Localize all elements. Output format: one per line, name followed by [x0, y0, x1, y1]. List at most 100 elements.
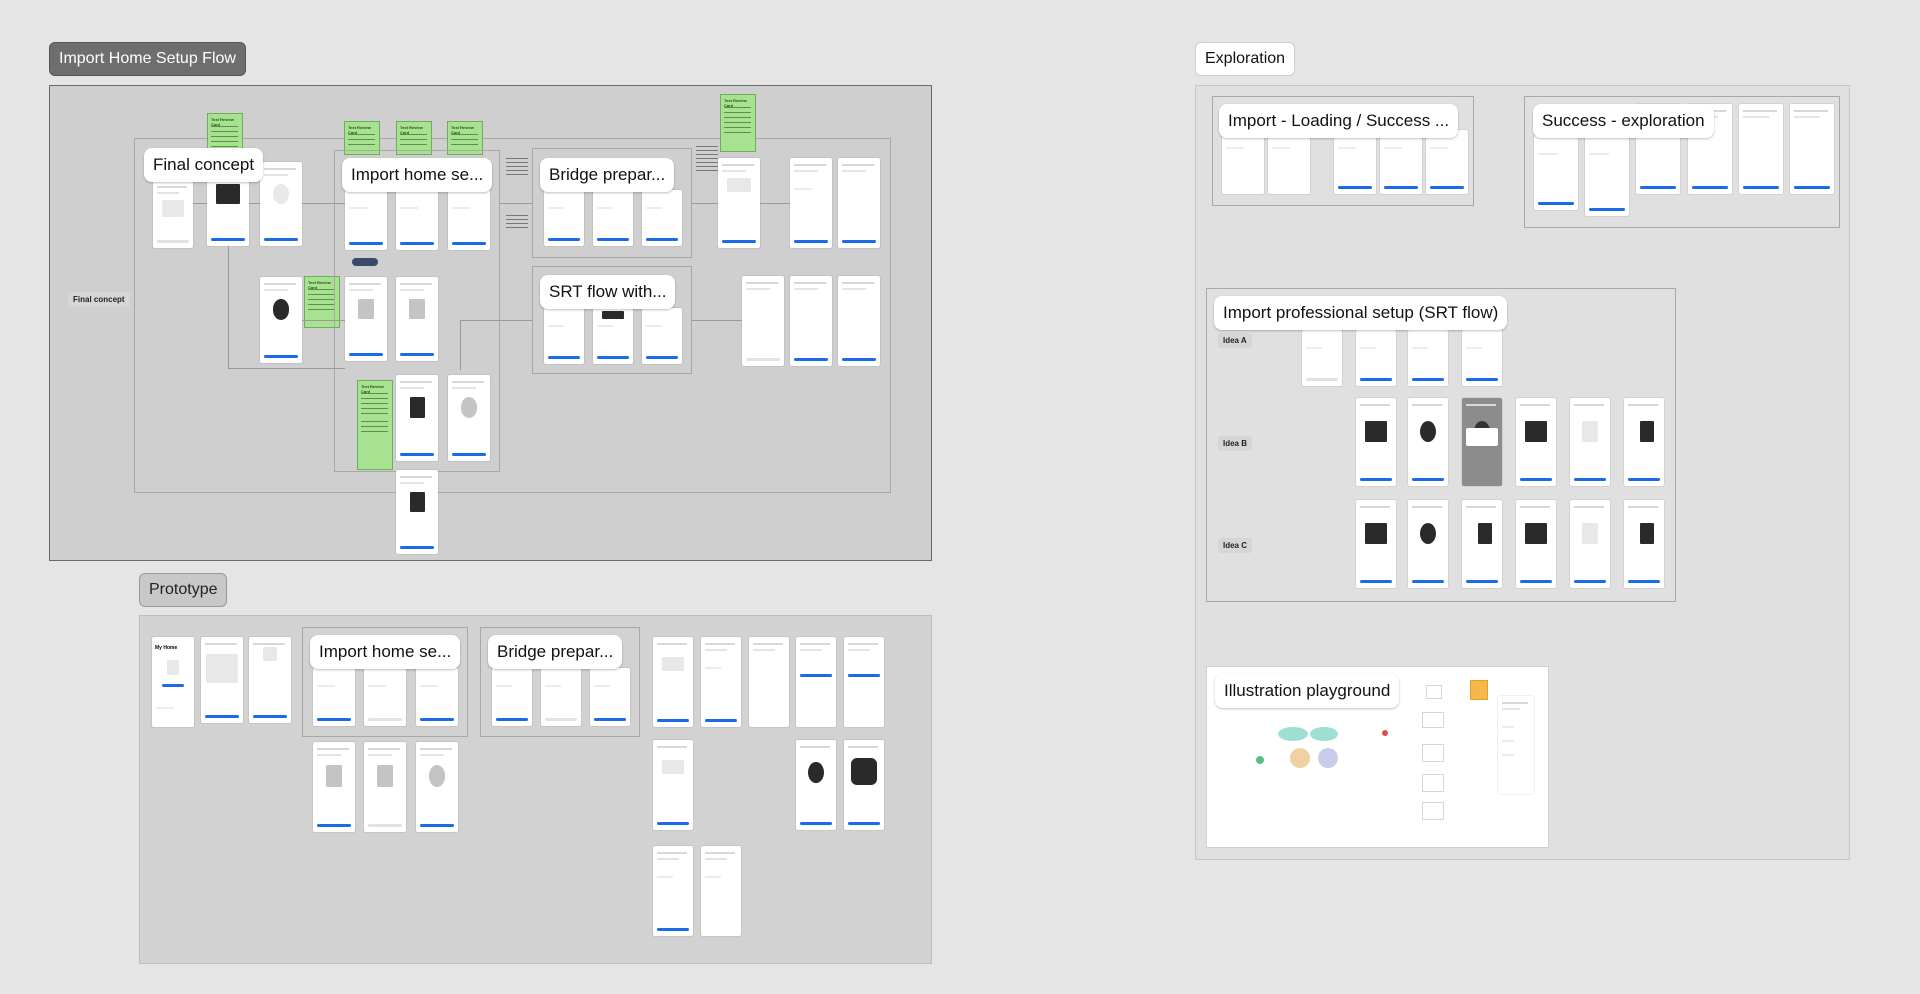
phone-screen[interactable] [790, 158, 832, 248]
phone-screen[interactable] [260, 277, 302, 363]
phone-screen[interactable] [1356, 330, 1396, 386]
phone-screen[interactable] [1462, 500, 1502, 588]
phone-screen[interactable] [701, 846, 741, 936]
phone-screen[interactable] [448, 375, 490, 461]
phone-screen[interactable] [796, 740, 836, 830]
phone-screen[interactable] [1408, 330, 1448, 386]
section-final-concept[interactable]: Final concept [144, 148, 264, 182]
phone-screen[interactable] [364, 742, 406, 832]
review-note[interactable]: Text Review Card [447, 121, 483, 155]
phone-screen[interactable] [1624, 398, 1664, 486]
phone-screen[interactable] [790, 276, 832, 366]
phone-screen[interactable] [1570, 398, 1610, 486]
phone-screen-modal[interactable] [1462, 398, 1502, 486]
phone-screen[interactable] [201, 637, 243, 723]
phone-screen[interactable] [642, 308, 682, 364]
phone-screen[interactable] [838, 276, 880, 366]
phone-screen[interactable] [1268, 130, 1310, 194]
section-illustration-playground[interactable]: Illustration playground [1215, 674, 1400, 708]
phone-screen[interactable] [1380, 130, 1422, 194]
phone-screen[interactable] [1302, 330, 1342, 386]
section-bridge-prepar[interactable]: Bridge prepar... [540, 158, 675, 192]
phone-screen[interactable] [1516, 500, 1556, 588]
phone-screen[interactable] [396, 470, 438, 554]
phone-screen[interactable] [1222, 130, 1264, 194]
phone-screen[interactable] [653, 846, 693, 936]
phone-screen[interactable] [593, 308, 633, 364]
phone-screen[interactable] [593, 190, 633, 246]
prototype-section-bridge-prepar[interactable]: Bridge prepar... [488, 635, 623, 669]
phone-screen[interactable] [1534, 136, 1578, 210]
phone-screen[interactable] [1570, 500, 1610, 588]
phone-screen[interactable] [844, 637, 884, 727]
srt-exploration-region [1206, 288, 1676, 602]
illustration-card [1422, 774, 1444, 792]
phone-screen[interactable] [541, 668, 581, 726]
phone-screen[interactable] [653, 637, 693, 727]
phone-screen[interactable] [153, 180, 193, 248]
phone-screen[interactable] [345, 190, 387, 250]
note-title: Text Review Card [451, 125, 474, 135]
phone-screen[interactable] [1498, 696, 1534, 794]
prototype-import-region [302, 627, 468, 737]
phone-screen[interactable] [249, 637, 291, 723]
section-import-professional-setup[interactable]: Import professional setup (SRT flow) [1214, 296, 1508, 330]
phone-screen[interactable] [313, 668, 355, 726]
phone-screen[interactable] [1408, 398, 1448, 486]
phone-screen[interactable] [416, 742, 458, 832]
phone-screen[interactable] [838, 158, 880, 248]
phone-screen[interactable] [1426, 130, 1468, 194]
phone-screen[interactable] [416, 668, 458, 726]
phone-screen[interactable] [701, 637, 741, 727]
section-success-exploration[interactable]: Success - exploration [1533, 104, 1714, 138]
phone-screen[interactable] [796, 637, 836, 727]
phone-screen[interactable] [1462, 330, 1502, 386]
phone-screen[interactable] [1356, 398, 1396, 486]
phone-screen[interactable] [590, 668, 630, 726]
phone-screen[interactable] [544, 190, 584, 246]
prototype-start-pill[interactable] [352, 258, 378, 266]
phone-screen[interactable] [492, 668, 532, 726]
note-title: Text Review Card [348, 125, 371, 135]
phone-screen[interactable] [396, 375, 438, 461]
frame-label-prototype[interactable]: Prototype [139, 573, 228, 607]
prototype-bridge-region [480, 627, 640, 737]
frame-label-exploration[interactable]: Exploration [1195, 42, 1296, 76]
phone-screen[interactable] [313, 742, 355, 832]
phone-screen[interactable] [844, 740, 884, 830]
phone-screen-my-home[interactable]: My Home [152, 637, 194, 727]
note-title: Text Review Card [724, 98, 747, 108]
section-import-loading-success[interactable]: Import - Loading / Success ... [1219, 104, 1459, 138]
phone-screen[interactable] [653, 740, 693, 830]
phone-screen[interactable] [396, 277, 438, 361]
phone-screen[interactable] [345, 277, 387, 361]
phone-screen[interactable] [1624, 500, 1664, 588]
phone-screen[interactable] [718, 158, 760, 248]
review-note[interactable]: Text Review Card [396, 121, 432, 155]
illustration-card [1426, 685, 1442, 699]
success-exploration-region [1524, 96, 1840, 228]
phone-screen[interactable] [396, 190, 438, 250]
phone-screen[interactable] [1739, 104, 1783, 194]
review-note[interactable]: Text Review Card [357, 380, 393, 470]
house-illustration-icon [1290, 748, 1310, 768]
phone-screen[interactable] [749, 637, 789, 727]
phone-screen[interactable] [544, 308, 584, 364]
phone-screen[interactable] [1334, 130, 1376, 194]
phone-screen[interactable] [742, 276, 784, 366]
phone-screen[interactable] [1408, 500, 1448, 588]
section-srt-flow-with[interactable]: SRT flow with... [540, 275, 676, 309]
frame-label-import-home-setup-flow[interactable]: Import Home Setup Flow [49, 42, 246, 76]
review-note[interactable]: Text Review Card [720, 94, 756, 152]
phone-screen[interactable] [1356, 500, 1396, 588]
phone-screen[interactable] [260, 162, 302, 246]
phone-screen[interactable] [1585, 136, 1629, 216]
review-note[interactable]: Text Review Card [344, 121, 380, 155]
phone-screen[interactable] [642, 190, 682, 246]
section-import-home-se[interactable]: Import home se... [342, 158, 493, 192]
prototype-section-import-home-se[interactable]: Import home se... [310, 635, 461, 669]
phone-screen[interactable] [1790, 104, 1834, 194]
phone-screen[interactable] [1516, 398, 1556, 486]
phone-screen[interactable] [448, 190, 490, 250]
phone-screen[interactable] [364, 668, 406, 726]
